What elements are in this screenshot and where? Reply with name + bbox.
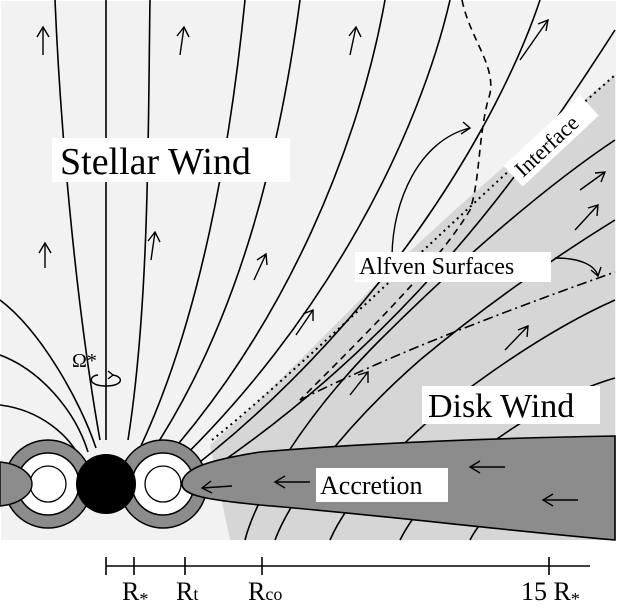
tick-label-15r: 15 R*	[521, 577, 580, 609]
tick-label-rco: Rco	[248, 577, 282, 606]
stellar-wind-label: Stellar Wind	[60, 141, 251, 183]
star	[76, 454, 136, 514]
label-disk-wind: Disk Wind	[422, 386, 600, 425]
alfven-surface-stellar	[299, 0, 492, 401]
radius-axis	[105, 557, 590, 575]
flow-arrow-up	[295, 308, 314, 336]
tick-label-rt: Rt	[176, 577, 198, 606]
tick-label-r-star: R*	[122, 577, 148, 609]
flow-arrow-up	[253, 252, 268, 281]
label-alfven: Alfven Surfaces	[355, 252, 551, 282]
flow-arrows	[36, 18, 607, 507]
flow-arrow-left	[541, 493, 578, 507]
flow-arrow-left	[273, 475, 310, 489]
stellar-wind-field-lines	[0, 0, 616, 496]
disk-wind-label: Disk Wind	[428, 388, 574, 425]
flow-arrow-up	[176, 25, 190, 56]
flow-arrow-up	[579, 171, 607, 191]
label-accretion: Accretion	[316, 468, 448, 502]
disk-left-stub	[0, 461, 33, 507]
label-pointers	[391, 121, 602, 278]
magnetosphere	[3, 439, 208, 529]
flow-arrow-up	[348, 25, 362, 56]
alfven-surfaces-label: Alfven Surfaces	[359, 254, 514, 280]
flow-arrow-up	[147, 230, 161, 261]
omega-star-label: Ω*	[72, 350, 97, 372]
flow-arrow-left	[200, 480, 233, 494]
flow-arrow-up	[36, 25, 50, 55]
axis-tick-labels: R* Rt Rco 15 R*	[122, 577, 580, 609]
flow-arrow-left	[468, 460, 505, 474]
flow-arrow-up	[519, 18, 549, 61]
flow-arrow-up	[349, 371, 369, 396]
flow-arrow-up	[574, 204, 599, 231]
accretion-label: Accretion	[320, 471, 423, 500]
label-stellar-wind: Stellar Wind	[52, 138, 290, 183]
flow-arrow-up	[504, 324, 529, 351]
alfven-surface-disk	[299, 271, 616, 401]
flow-arrow-up	[38, 241, 52, 268]
rotation-symbol	[90, 370, 121, 387]
